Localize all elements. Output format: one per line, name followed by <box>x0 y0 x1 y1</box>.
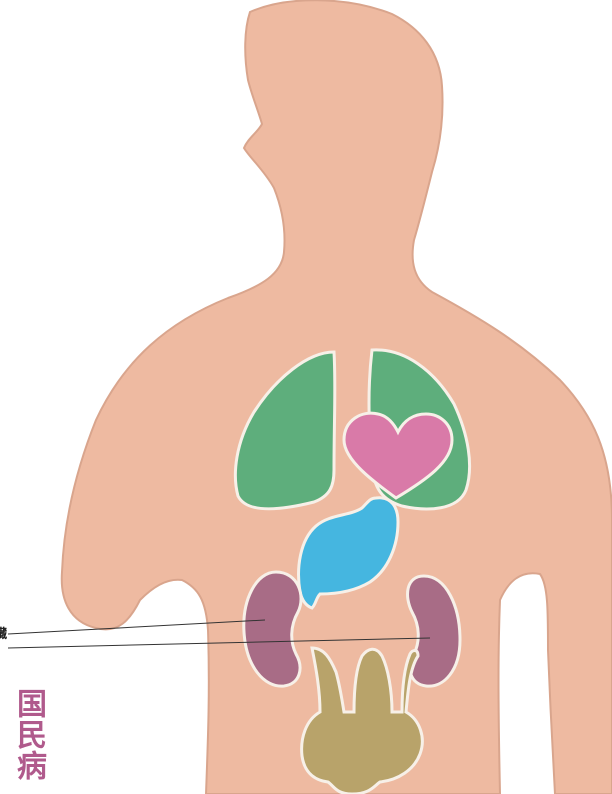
vertical-title-text: 国民病 <box>12 688 44 781</box>
kidney-callout-label: 臓 <box>0 628 7 641</box>
urinary-tract <box>302 648 423 794</box>
